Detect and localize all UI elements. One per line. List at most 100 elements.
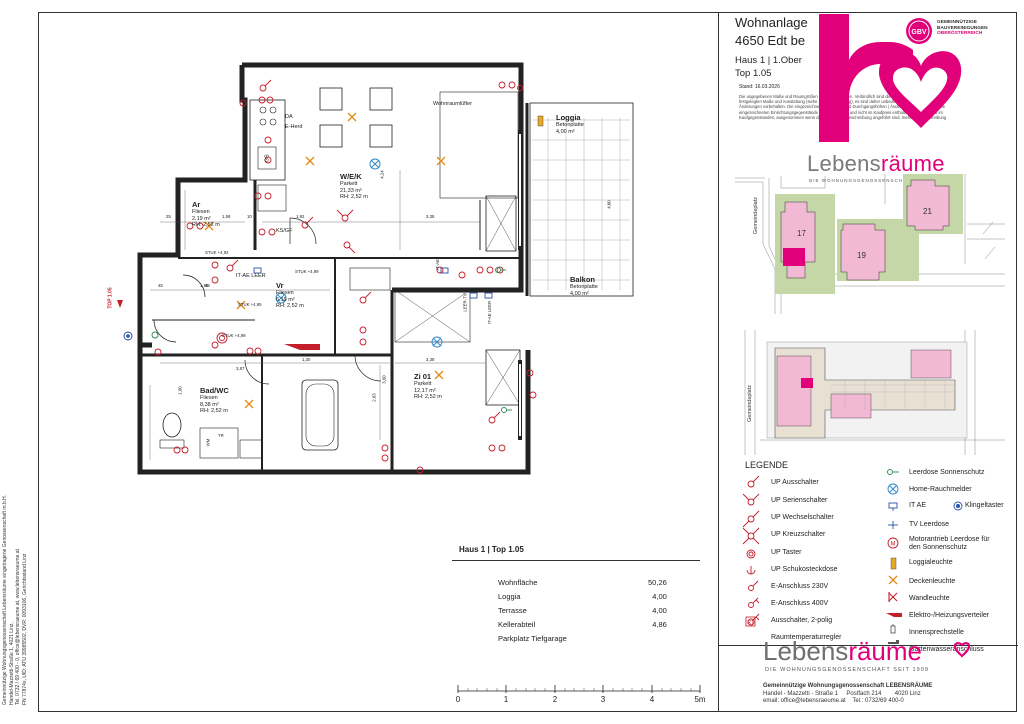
dim-stuk: STUK +4,95	[238, 302, 262, 307]
legend-title: LEGENDE	[745, 460, 789, 470]
dim: 1,92	[296, 214, 305, 219]
heart-icon	[953, 642, 971, 658]
dim: 3,38	[426, 214, 435, 219]
gbv-seal-icon: GBV	[906, 18, 932, 44]
legend-item: UP Kreuzschalter	[771, 531, 826, 538]
legend-item: E-Anschluss 230V	[771, 583, 829, 590]
scale-tick: 1	[504, 695, 509, 703]
svg-text:GBV: GBV	[911, 29, 927, 36]
thermostat-icon: RT	[745, 616, 756, 627]
sidebar-company-text: Gemeinnützige Wohnungsgenossenschaft Leb…	[2, 495, 28, 705]
smoke-detector-icon	[887, 483, 899, 495]
stand-date: Stand: 16.03.2026	[739, 84, 780, 90]
brand-name-bottom: Lebensräume	[763, 636, 923, 666]
loggia-light-icon	[890, 557, 897, 570]
svg-text:M: M	[891, 542, 896, 548]
legend-item: TV Leerdose	[909, 521, 950, 528]
svg-text:RT: RT	[747, 620, 754, 626]
legend-item: E-Anschluss 400V	[771, 600, 829, 607]
dim: 3,38	[426, 357, 435, 362]
drawing-frame	[38, 12, 1017, 712]
series-switch-icon	[742, 493, 760, 506]
legend-item: Motorantrieb Leerdose für	[909, 536, 990, 543]
room-name: Vr	[276, 281, 284, 290]
project-location: 4650 Edt be	[735, 33, 806, 48]
legend-item: Raumtemperaturregler	[771, 634, 842, 641]
wall-light-icon	[888, 592, 898, 602]
brand-tagline-top: DIE WOHNUNGSGENOSSENSCHAFT SEIT 1909	[809, 178, 947, 183]
svg-text:Gemeindeplatz: Gemeindeplatz	[747, 385, 753, 422]
scale-tick: 2	[553, 695, 558, 703]
legend-item: UP Ausschalter	[771, 479, 819, 486]
plan-label-ks-gf: KS/GF	[276, 228, 293, 234]
plan-label-it-ae-leer: IT-AE LEER	[236, 273, 266, 279]
legend-symbols-right: M	[886, 469, 902, 644]
dim: 1,30	[302, 357, 311, 362]
connection-230v-icon	[748, 580, 759, 591]
plan-label-wohnraumluefter: Wohnraumlüfter	[433, 101, 473, 107]
dim-stuk: STUK +4,92	[205, 250, 229, 255]
svg-text:17: 17	[797, 229, 806, 238]
legend-item: Klingeltaster	[965, 502, 1004, 509]
plan-label-it-ae-leer2: IT-AE LEER	[487, 300, 493, 325]
table-row: Parkplatz Tiefgarage	[498, 633, 567, 643]
push-button-icon	[746, 549, 756, 559]
svg-text:19: 19	[857, 251, 866, 260]
legend-item: Ausschalter, 2-polig	[771, 617, 833, 624]
plan-label-top: TOP 1.05	[107, 287, 114, 309]
separator	[719, 645, 1018, 646]
dim: 2,63	[371, 393, 377, 402]
sidebar-line: Gemeinnützige Wohnungsgenossenschaft Leb…	[2, 494, 8, 705]
legend-item: UP Schukosteckdose	[771, 566, 838, 573]
plan-label-da: DA	[285, 114, 293, 120]
svg-text:21: 21	[923, 207, 932, 216]
house-floor: Haus 1 | 1.Ober	[735, 55, 802, 66]
plan-label-wm: WM	[205, 438, 211, 447]
dim: 45	[205, 283, 210, 288]
dim: 1,96	[200, 283, 209, 288]
plan-label-tr: TR	[218, 433, 224, 438]
legend-item: UP Wechselschalter	[771, 514, 834, 521]
legend-item: Leerdose Sonnenschutz	[909, 469, 985, 476]
scale-tick: 4	[650, 695, 655, 703]
floor-plan	[117, 62, 634, 475]
title-block: Wohnanlage 4650 Edt be Haus 1 | 1.Ober T…	[718, 12, 1018, 712]
doorbell-button-icon	[953, 501, 963, 511]
intercom-icon	[890, 624, 896, 634]
garden-water-icon	[888, 640, 899, 644]
dim-stuk: STUK +4,99	[295, 269, 319, 274]
room-name: Balkon	[570, 275, 596, 284]
dim: 4,24	[379, 170, 385, 179]
motor-drive-icon: M	[887, 537, 899, 549]
connection-400v-icon	[748, 597, 760, 608]
dim: 10	[247, 214, 252, 219]
socket-icon	[746, 566, 756, 575]
tv-socket-icon	[888, 521, 898, 529]
legend-item: Deckenleuchte	[909, 578, 956, 585]
plan-label-eherd: E-Herd	[285, 124, 303, 130]
site-map: Gemeindeplatz 17 19 21	[735, 174, 1005, 314]
brand-tagline-bottom: DIE WOHNUNGSGENOSSENSCHAFT SEIT 1909	[765, 667, 930, 673]
gbv-text: GEMEINNÜTZIGE BAUVEREINIGUNGEN OBERÖSTER…	[937, 20, 988, 37]
company-address: Gemeinnützige Wohnungsgenossenschaft LEB…	[763, 683, 933, 704]
dim: 4,00	[606, 200, 612, 209]
scale-bar: 0 1 2 3 4 5m	[456, 685, 706, 703]
project-title: Wohnanlage	[735, 15, 808, 30]
legend-item: Innensprechstelle	[909, 629, 964, 636]
lebensraeume-logo-icon	[819, 14, 962, 142]
top-number: Top 1.05	[735, 68, 772, 79]
legend-item: UP Taster	[771, 549, 802, 556]
legend-item: Elektro-/Heizungsverteiler	[909, 612, 990, 619]
room-name: Ar	[192, 200, 201, 209]
brand-name-top: Lebensräume	[807, 151, 945, 176]
dim: 45	[158, 283, 163, 288]
cross-switch-icon	[742, 527, 760, 545]
